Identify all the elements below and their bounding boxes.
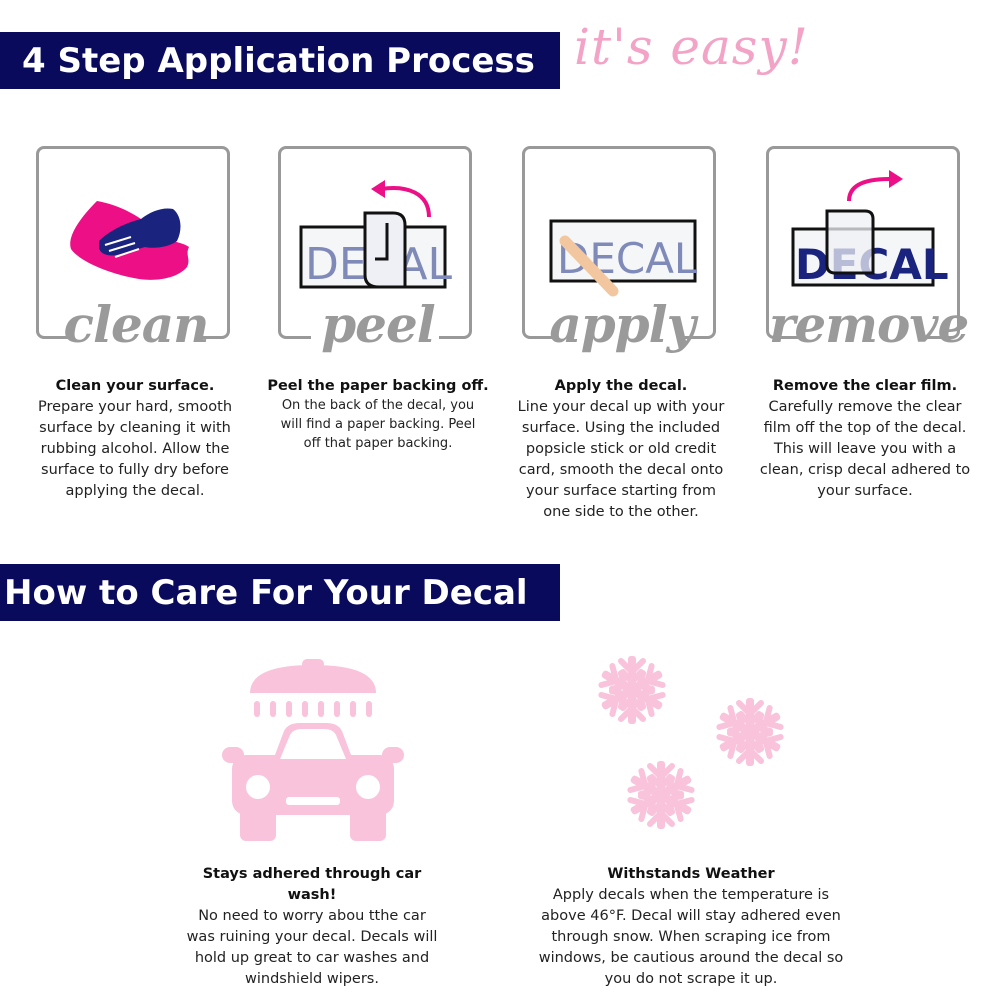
care-banner: How to Care For Your Decal (0, 564, 560, 621)
care-body-weather: Apply decals when the temperature is abo… (538, 887, 844, 987)
care-heading-car-wash: Stays adhered through car wash! (202, 866, 422, 903)
its-easy-tagline: it's easy! (574, 18, 809, 76)
step-body-clean: Prepare your hard, smooth surface by cle… (37, 399, 233, 499)
step-heading-remove: Remove the clear film. (772, 378, 958, 394)
care-item-weather: Withstands Weather Apply decals when the… (536, 864, 846, 990)
step-heading-clean: Clean your surface. (55, 378, 215, 394)
step-heading-apply: Apply the decal. (554, 378, 688, 394)
hand-cloth-icon (70, 201, 189, 280)
step-description-peel: Peel the paper backing off. On the back … (258, 376, 498, 453)
step-body-remove: Carefully remove the clear film off the … (759, 399, 971, 499)
car-wash-icon (222, 659, 404, 841)
care-body-car-wash: No need to worry abou tthe car was ruini… (186, 908, 438, 987)
step-word-peel: peel (321, 295, 436, 354)
step-description-apply: Apply the decal. Line your decal up with… (501, 376, 741, 523)
snowflake-icon (590, 650, 795, 840)
care-item-car-wash: Stays adhered through car wash! No need … (180, 864, 444, 990)
step-description-clean: Clean your surface. Prepare your hard, s… (15, 376, 255, 502)
word-mask (311, 315, 439, 349)
word-mask (69, 315, 197, 349)
apply-decal-icon: DECAL (549, 219, 698, 297)
remove-film-icon: DECAL (791, 170, 949, 289)
care-heading-weather: Withstands Weather (607, 866, 775, 882)
step-card-remove: DECAL remove (766, 146, 969, 354)
application-process-banner: 4 Step Application Process (0, 32, 560, 89)
word-mask (799, 315, 927, 349)
word-mask (555, 315, 683, 349)
step-word-apply: apply (549, 295, 695, 354)
step-word-remove: remove (769, 295, 969, 354)
step-card-peel: DECAL peel (278, 146, 472, 354)
peel-decal-icon: DECAL (299, 180, 453, 290)
step-description-remove: Remove the clear film. Carefully remove … (745, 376, 985, 502)
care-title: How to Care For Your Decal (4, 572, 528, 613)
step-card-apply: DECAL apply (522, 146, 716, 354)
step-heading-peel: Peel the paper backing off. (267, 378, 489, 394)
step-card-clean: clean (36, 146, 230, 354)
step-body-peel: On the back of the decal, you will find … (280, 398, 476, 451)
step-body-apply: Line your decal up with your surface. Us… (517, 399, 725, 520)
step-word-clean: clean (63, 295, 210, 354)
application-process-title: 4 Step Application Process (22, 40, 535, 81)
